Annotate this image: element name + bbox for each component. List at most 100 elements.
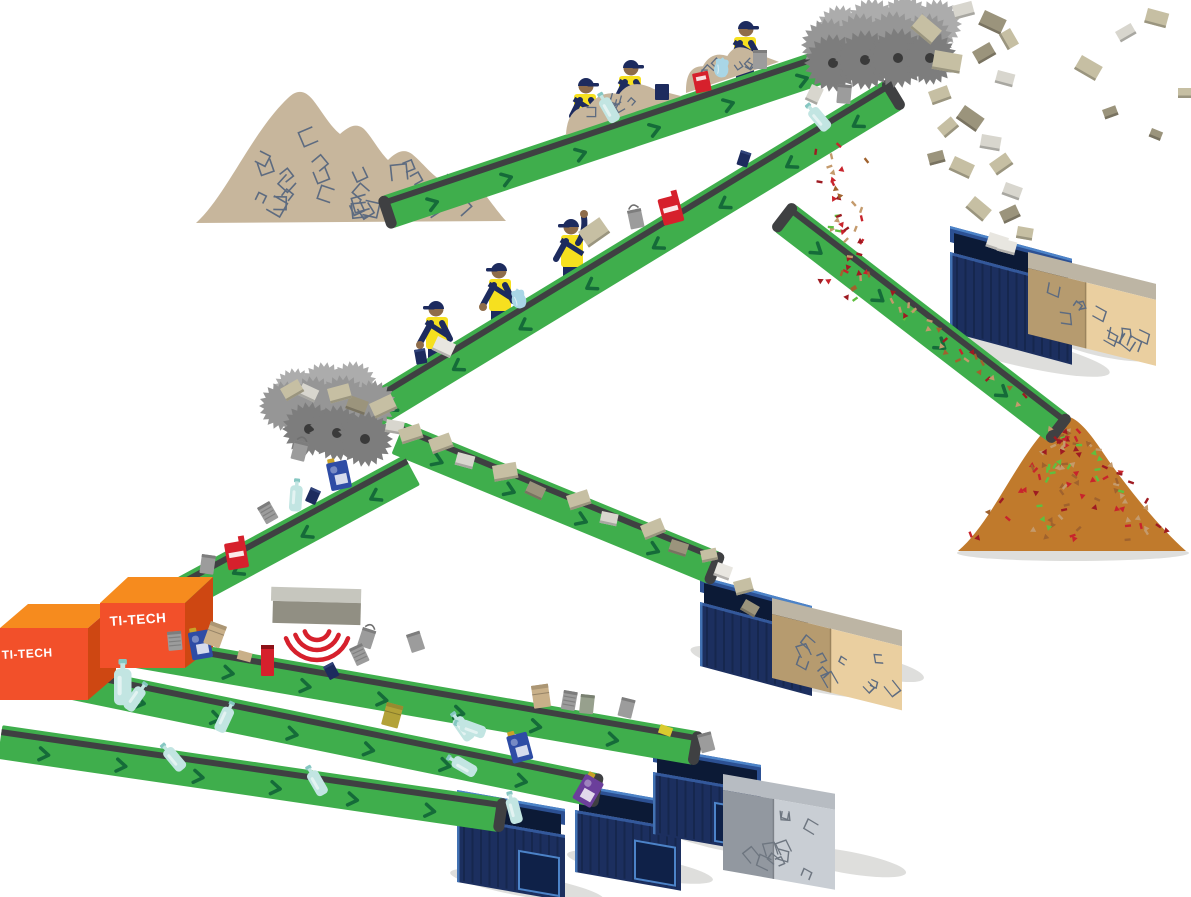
item-box-red [692, 70, 712, 94]
disc-screen-primary [801, 0, 962, 92]
ground-shadow [930, 327, 1110, 377]
item-can-ribbed [560, 690, 578, 711]
bale-paper-top [1028, 252, 1156, 366]
paper-piece [928, 85, 952, 106]
belt-paper [392, 422, 725, 585]
belt-cans [105, 629, 703, 765]
item-can [753, 50, 767, 69]
belt-presort [343, 79, 905, 438]
paper-piece [1148, 128, 1164, 141]
paper-piece [955, 105, 985, 132]
paper-piece [1115, 23, 1137, 43]
item-can-navy [414, 348, 428, 365]
paper-piece [948, 156, 975, 179]
item-can-navy [323, 661, 340, 680]
paper-piece [965, 196, 992, 222]
paper-piece [431, 336, 457, 359]
bale-metal [723, 774, 835, 890]
paper-piece [1144, 8, 1170, 29]
paper-piece [740, 599, 760, 618]
paper-piece [927, 149, 946, 166]
paper-piece [937, 116, 960, 138]
item-can-navy [736, 150, 752, 168]
item-bottle [597, 91, 620, 124]
material-items-layer [114, 0, 1191, 824]
conveyor-belts-layer [0, 23, 1071, 832]
bale-paper-mid [772, 598, 902, 711]
paper-piece [578, 217, 611, 248]
paper-piece [952, 0, 975, 20]
paper-piece [297, 383, 320, 403]
item-can-handle [357, 623, 377, 650]
paper-piece [998, 28, 1019, 51]
item-can [836, 84, 852, 105]
item-bag [713, 57, 729, 78]
item-box-navy [655, 84, 669, 100]
paper-piece [345, 395, 369, 415]
paper-piece [327, 383, 353, 404]
paper-piece [804, 84, 824, 105]
ground-and-piles-layer [196, 91, 1189, 897]
sorter-label-2: TI-TECH [109, 610, 167, 629]
item-bottle [505, 790, 523, 824]
paper-piece [667, 539, 690, 557]
paper-piece [599, 511, 619, 527]
paper-piece [524, 481, 547, 501]
bale-paper-top-body [1028, 252, 1156, 366]
belt-bottles [0, 725, 508, 832]
magnet-field-arcs [283, 629, 351, 663]
item-can [406, 630, 425, 653]
paper-piece [454, 452, 476, 470]
paper-piece [369, 393, 398, 419]
item-can-ribbed [257, 501, 279, 525]
paper-piece [999, 204, 1021, 224]
bale-paper-mid-body [772, 598, 902, 711]
item-can-handle [290, 436, 309, 462]
fines-confetti-1 [889, 290, 1028, 408]
item-bottle [453, 719, 487, 739]
paper-piece [492, 461, 519, 482]
item-yellowbit [657, 724, 674, 737]
paper-piece [428, 432, 454, 455]
item-jug [326, 458, 352, 491]
belt-fines [772, 203, 1071, 443]
paper-piece [910, 14, 942, 45]
paper-piece [1001, 182, 1023, 201]
paper-piece [640, 517, 667, 540]
item-can-navy [305, 487, 322, 505]
item-can-tall-red [261, 645, 274, 676]
paper-piece [733, 577, 755, 596]
bale-metal-body [723, 774, 835, 890]
item-can-handle [627, 204, 645, 230]
paper-piece [566, 489, 592, 511]
item-bottle [305, 764, 328, 797]
paper-piece [700, 547, 719, 563]
paper-piece [994, 70, 1016, 88]
item-jerry [224, 535, 249, 571]
paper-piece [931, 50, 963, 74]
item-carton [531, 683, 551, 709]
paper-piece [1015, 226, 1034, 241]
sorter-label-1: TI-TECH [1, 645, 52, 662]
item-carton [203, 621, 227, 649]
item-bottle [445, 754, 478, 778]
item-can [617, 697, 636, 719]
item-bag [511, 288, 527, 309]
item-jug [572, 771, 604, 808]
item-can-sage [579, 694, 595, 715]
item-bottle [159, 742, 187, 772]
paper-piece [398, 423, 424, 445]
fines-confetti-2 [1041, 425, 1083, 475]
item-bottle [214, 700, 236, 733]
paper-piece [989, 152, 1014, 176]
paper-piece [996, 238, 1018, 256]
overhead-magnet [270, 586, 362, 626]
paper-piece [979, 134, 1002, 152]
paper-piece [972, 42, 997, 65]
item-bottle [804, 102, 832, 132]
paper-piece [1102, 105, 1119, 120]
item-jerry [657, 189, 685, 226]
fines-confetti-0 [814, 142, 871, 302]
